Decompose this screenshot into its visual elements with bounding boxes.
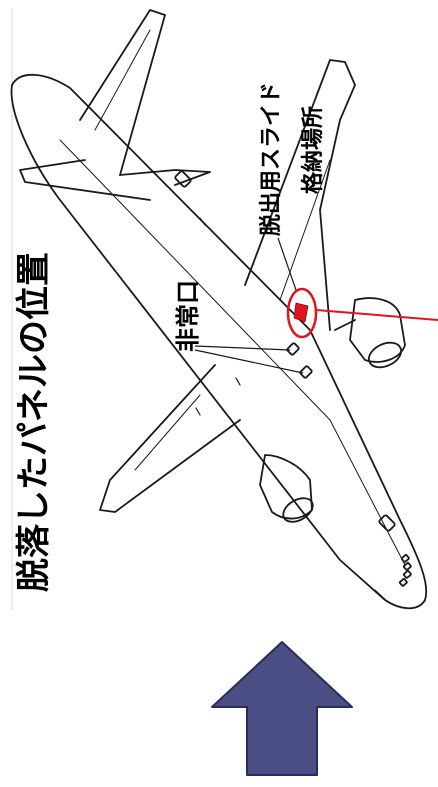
slide-label-line2: 格納場所: [300, 106, 326, 194]
right-wing: [244, 59, 356, 331]
emergency-exit-label: 非常口: [174, 280, 202, 352]
cockpit-window-4: [398, 578, 408, 587]
title-label: 脱落したパネルの位置: [14, 252, 54, 592]
exit-door-2: [299, 365, 313, 379]
antenna-2: [235, 377, 241, 386]
slide-leader-line: [277, 237, 297, 291]
aircraft-outline: [10, 9, 428, 610]
door-rear: [174, 170, 192, 188]
slide-label-line1: 脱出用スライド: [259, 82, 284, 236]
panel-highlight-circle: [286, 287, 318, 339]
fuselage-line: [59, 139, 406, 566]
right-engine: [349, 297, 406, 363]
pointer-line: [315, 309, 438, 321]
fuselage: [10, 73, 428, 610]
right-engine-pylon: [334, 319, 356, 331]
left-engine-intake: [282, 497, 314, 523]
panel-marker: [293, 302, 309, 323]
exit-door-1: [286, 342, 300, 356]
cockpit-window-2: [402, 562, 412, 571]
left-wing-flap: [134, 394, 201, 471]
left-engine: [259, 454, 313, 520]
left-wing: [99, 364, 241, 513]
door-front: [378, 514, 396, 532]
stabilizer-right: [119, 169, 211, 186]
horizontal-stabilizer: [19, 159, 151, 201]
cockpit-window-3: [402, 570, 412, 579]
exit-leader-2: [194, 349, 304, 374]
exit-leader-1: [194, 345, 291, 351]
exit-leaders: [194, 345, 304, 374]
tail-fin-inner: [94, 29, 151, 131]
vertical-stabilizer: [79, 9, 166, 176]
right-engine-intake: [368, 341, 402, 369]
nose-detail: [374, 589, 389, 603]
cockpit-window-1: [400, 554, 410, 563]
antenna-1: [199, 217, 206, 226]
antenna-3: [195, 407, 201, 416]
up-arrow-icon: [211, 641, 353, 776]
right-wing-flap: [279, 159, 331, 301]
